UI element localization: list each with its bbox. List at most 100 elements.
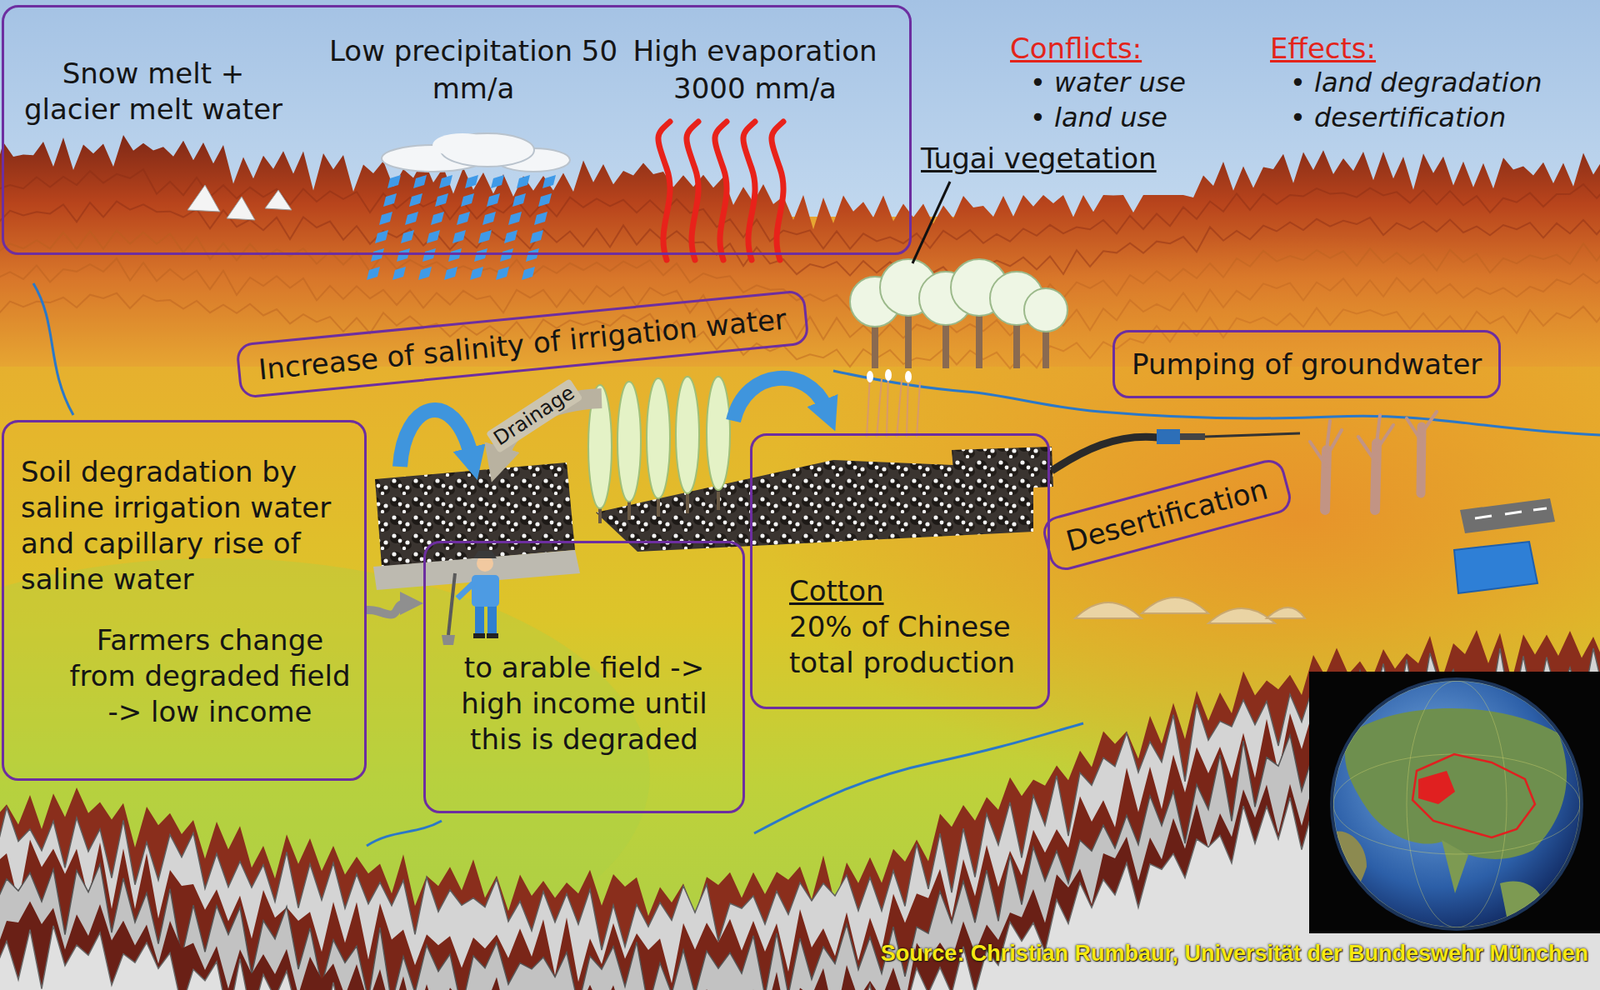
box-text: Soil degradation by saline irrigation wa… xyxy=(20,454,355,598)
poplar-trees xyxy=(656,496,660,517)
snow-peaks xyxy=(226,196,255,220)
tugai-trees xyxy=(866,373,920,438)
tugai-trees xyxy=(1024,288,1068,332)
heat-wave xyxy=(715,121,727,260)
rain-drop xyxy=(379,211,393,225)
road-and-lake xyxy=(1454,498,1555,594)
rain-drop xyxy=(530,230,544,244)
snow-peaks xyxy=(187,185,292,220)
road-and-lake xyxy=(1460,498,1555,534)
income-box: to arable field -> high income until thi… xyxy=(423,540,745,814)
box-text: Snow melt + glacier melt water xyxy=(15,55,291,128)
dead-trees xyxy=(1375,443,1377,510)
rain-drop xyxy=(392,266,406,280)
rain-drop xyxy=(460,193,475,207)
poplar-trees xyxy=(685,493,690,514)
rain-cloud xyxy=(366,133,570,280)
sand-dunes xyxy=(1075,597,1305,624)
rain-drop xyxy=(444,266,458,280)
rain-drop xyxy=(512,193,526,207)
flow-arrow xyxy=(366,603,409,615)
tugai-trees xyxy=(850,259,1068,332)
rain-drop xyxy=(430,211,445,225)
tugai-trees xyxy=(850,259,1068,438)
conflict-item: • water use xyxy=(1030,66,1186,99)
heat-wave xyxy=(743,121,755,260)
globe-inset xyxy=(1330,680,1580,928)
groundwater-pump xyxy=(1180,433,1205,440)
callout-label: Tugai vegetation xyxy=(920,141,1157,176)
evaporation-waves xyxy=(658,121,784,260)
poplar-trees xyxy=(588,376,730,509)
box-text: Increase of salinity of irrigation water xyxy=(257,302,789,387)
rain-drop xyxy=(508,211,522,225)
farmer-figure xyxy=(471,575,500,607)
effects-heading: Effects: xyxy=(1270,31,1376,66)
tugai-trees xyxy=(866,370,874,383)
rain-drop xyxy=(500,248,514,262)
farmer-figure xyxy=(473,550,497,559)
rain-drop xyxy=(413,175,427,189)
rain-drop xyxy=(478,230,492,244)
sand-dunes xyxy=(1208,608,1275,624)
rain-drop xyxy=(504,230,518,244)
rivers xyxy=(33,283,74,415)
groundwater-pump xyxy=(1156,429,1180,445)
leader-line xyxy=(912,181,950,264)
farmer-figure xyxy=(475,601,485,637)
rain-drop xyxy=(534,211,548,225)
poplar-trees xyxy=(675,376,700,494)
globe-inset xyxy=(1330,830,1367,897)
box-body-text: 20% of Chinese total production xyxy=(789,609,1040,681)
globe-inset xyxy=(1309,671,1600,934)
rain-drop xyxy=(525,248,540,262)
globe-inset xyxy=(1441,840,1469,894)
sand-dunes xyxy=(1141,597,1209,614)
globe-inset xyxy=(1418,770,1455,805)
box-text: Desertification xyxy=(1062,472,1271,559)
flow-label: Drainage xyxy=(485,378,583,453)
salinity-box: Increase of salinity of irrigation water xyxy=(235,289,810,399)
irrigation-arrows xyxy=(400,378,825,467)
rain-drop xyxy=(387,175,401,189)
rain-drop xyxy=(482,211,496,225)
snow-peaks xyxy=(187,185,220,212)
soil-box: Soil degradation by saline irrigation wa… xyxy=(1,420,367,781)
box-body-text: Farmers change from degraded field -> lo… xyxy=(64,622,356,730)
rain-drop xyxy=(383,193,397,207)
mountain-layer xyxy=(0,700,1600,990)
dead-trees xyxy=(1310,411,1437,510)
rain-drop xyxy=(409,193,423,207)
farmer-figure xyxy=(441,550,500,645)
poplar-trees xyxy=(617,381,641,502)
cotton-box: Cotton20% of Chinese total production xyxy=(750,433,1050,710)
farmer-figure xyxy=(441,635,455,645)
rain-drop xyxy=(370,248,385,262)
tugai-trees xyxy=(866,373,920,438)
globe-inset xyxy=(1412,754,1535,838)
irrigation-arrows xyxy=(733,378,825,421)
farmer-figure xyxy=(473,633,485,639)
connectors xyxy=(366,603,409,615)
dead-trees xyxy=(1406,411,1437,442)
poplar-trees xyxy=(627,500,631,520)
heat-wave xyxy=(686,121,699,260)
globe-inset xyxy=(1309,671,1600,934)
tugai-trees xyxy=(905,370,912,383)
farmer-figure xyxy=(486,633,499,639)
rain-drop xyxy=(490,175,505,189)
box-text: Cotton xyxy=(789,573,885,610)
conflicts-heading: Conflicts: xyxy=(1010,31,1142,66)
heat-wave xyxy=(771,121,784,260)
rain-drop xyxy=(538,193,552,207)
rain-drop xyxy=(366,266,380,280)
box-text: Pumping of groundwater xyxy=(1131,347,1482,381)
globe-inset xyxy=(1406,680,1507,928)
groundwater-pump xyxy=(1051,429,1300,471)
poplar-trees xyxy=(706,376,730,490)
rain-drop xyxy=(542,175,556,189)
dead-trees xyxy=(1310,420,1342,467)
rain-drop xyxy=(405,211,419,225)
rain-drop xyxy=(418,266,432,280)
